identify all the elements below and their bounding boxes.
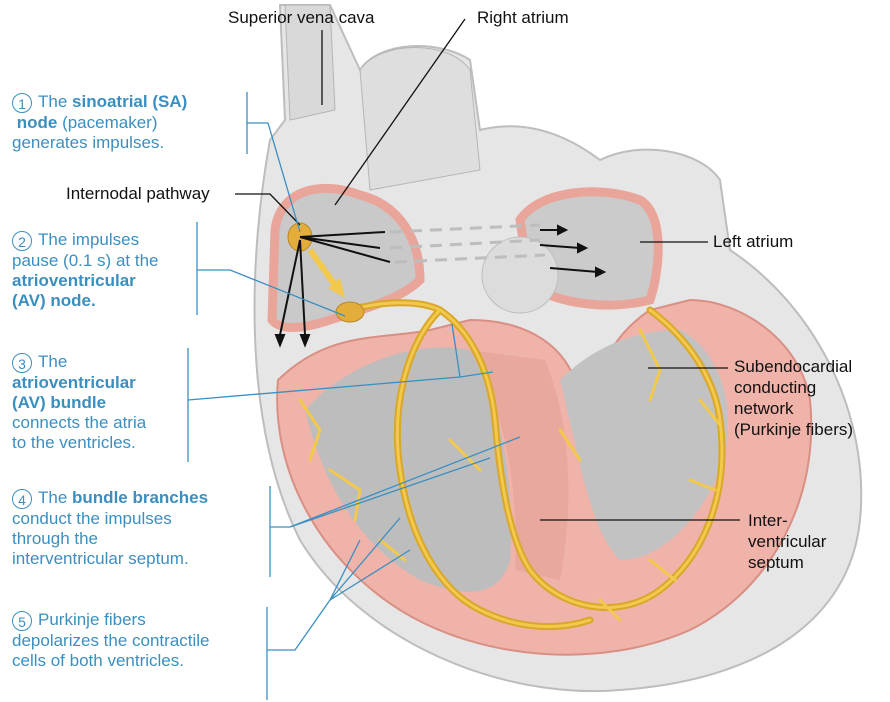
right-atrium-chamber (267, 184, 425, 332)
step-connectors (187, 92, 521, 700)
left-ventricle-cavity (560, 330, 728, 560)
label-right-atrium: Right atrium (477, 8, 569, 27)
septum (470, 350, 569, 580)
step-number: 1 (12, 93, 32, 113)
right-ventricle-cavity (305, 347, 511, 592)
impulse-arrow (307, 248, 338, 287)
leader-lines (235, 18, 740, 521)
purkinje-fibers (298, 301, 724, 628)
step-number: 4 (12, 489, 32, 509)
impulse-arrowhead (328, 278, 345, 298)
dashed-pathways (389, 223, 546, 264)
step-number: 2 (12, 231, 32, 251)
step-number: 3 (12, 353, 32, 373)
aorta-tube (359, 47, 481, 191)
valve (481, 236, 559, 314)
label-internodal-pathway: Internodal pathway (66, 184, 210, 203)
step-number: 5 (12, 611, 32, 631)
label-superior-vena-cava: Superior vena cava (228, 8, 375, 27)
av-node (335, 301, 365, 323)
label-left-atrium: Left atrium (713, 232, 794, 251)
internodal-arrows (274, 224, 607, 348)
